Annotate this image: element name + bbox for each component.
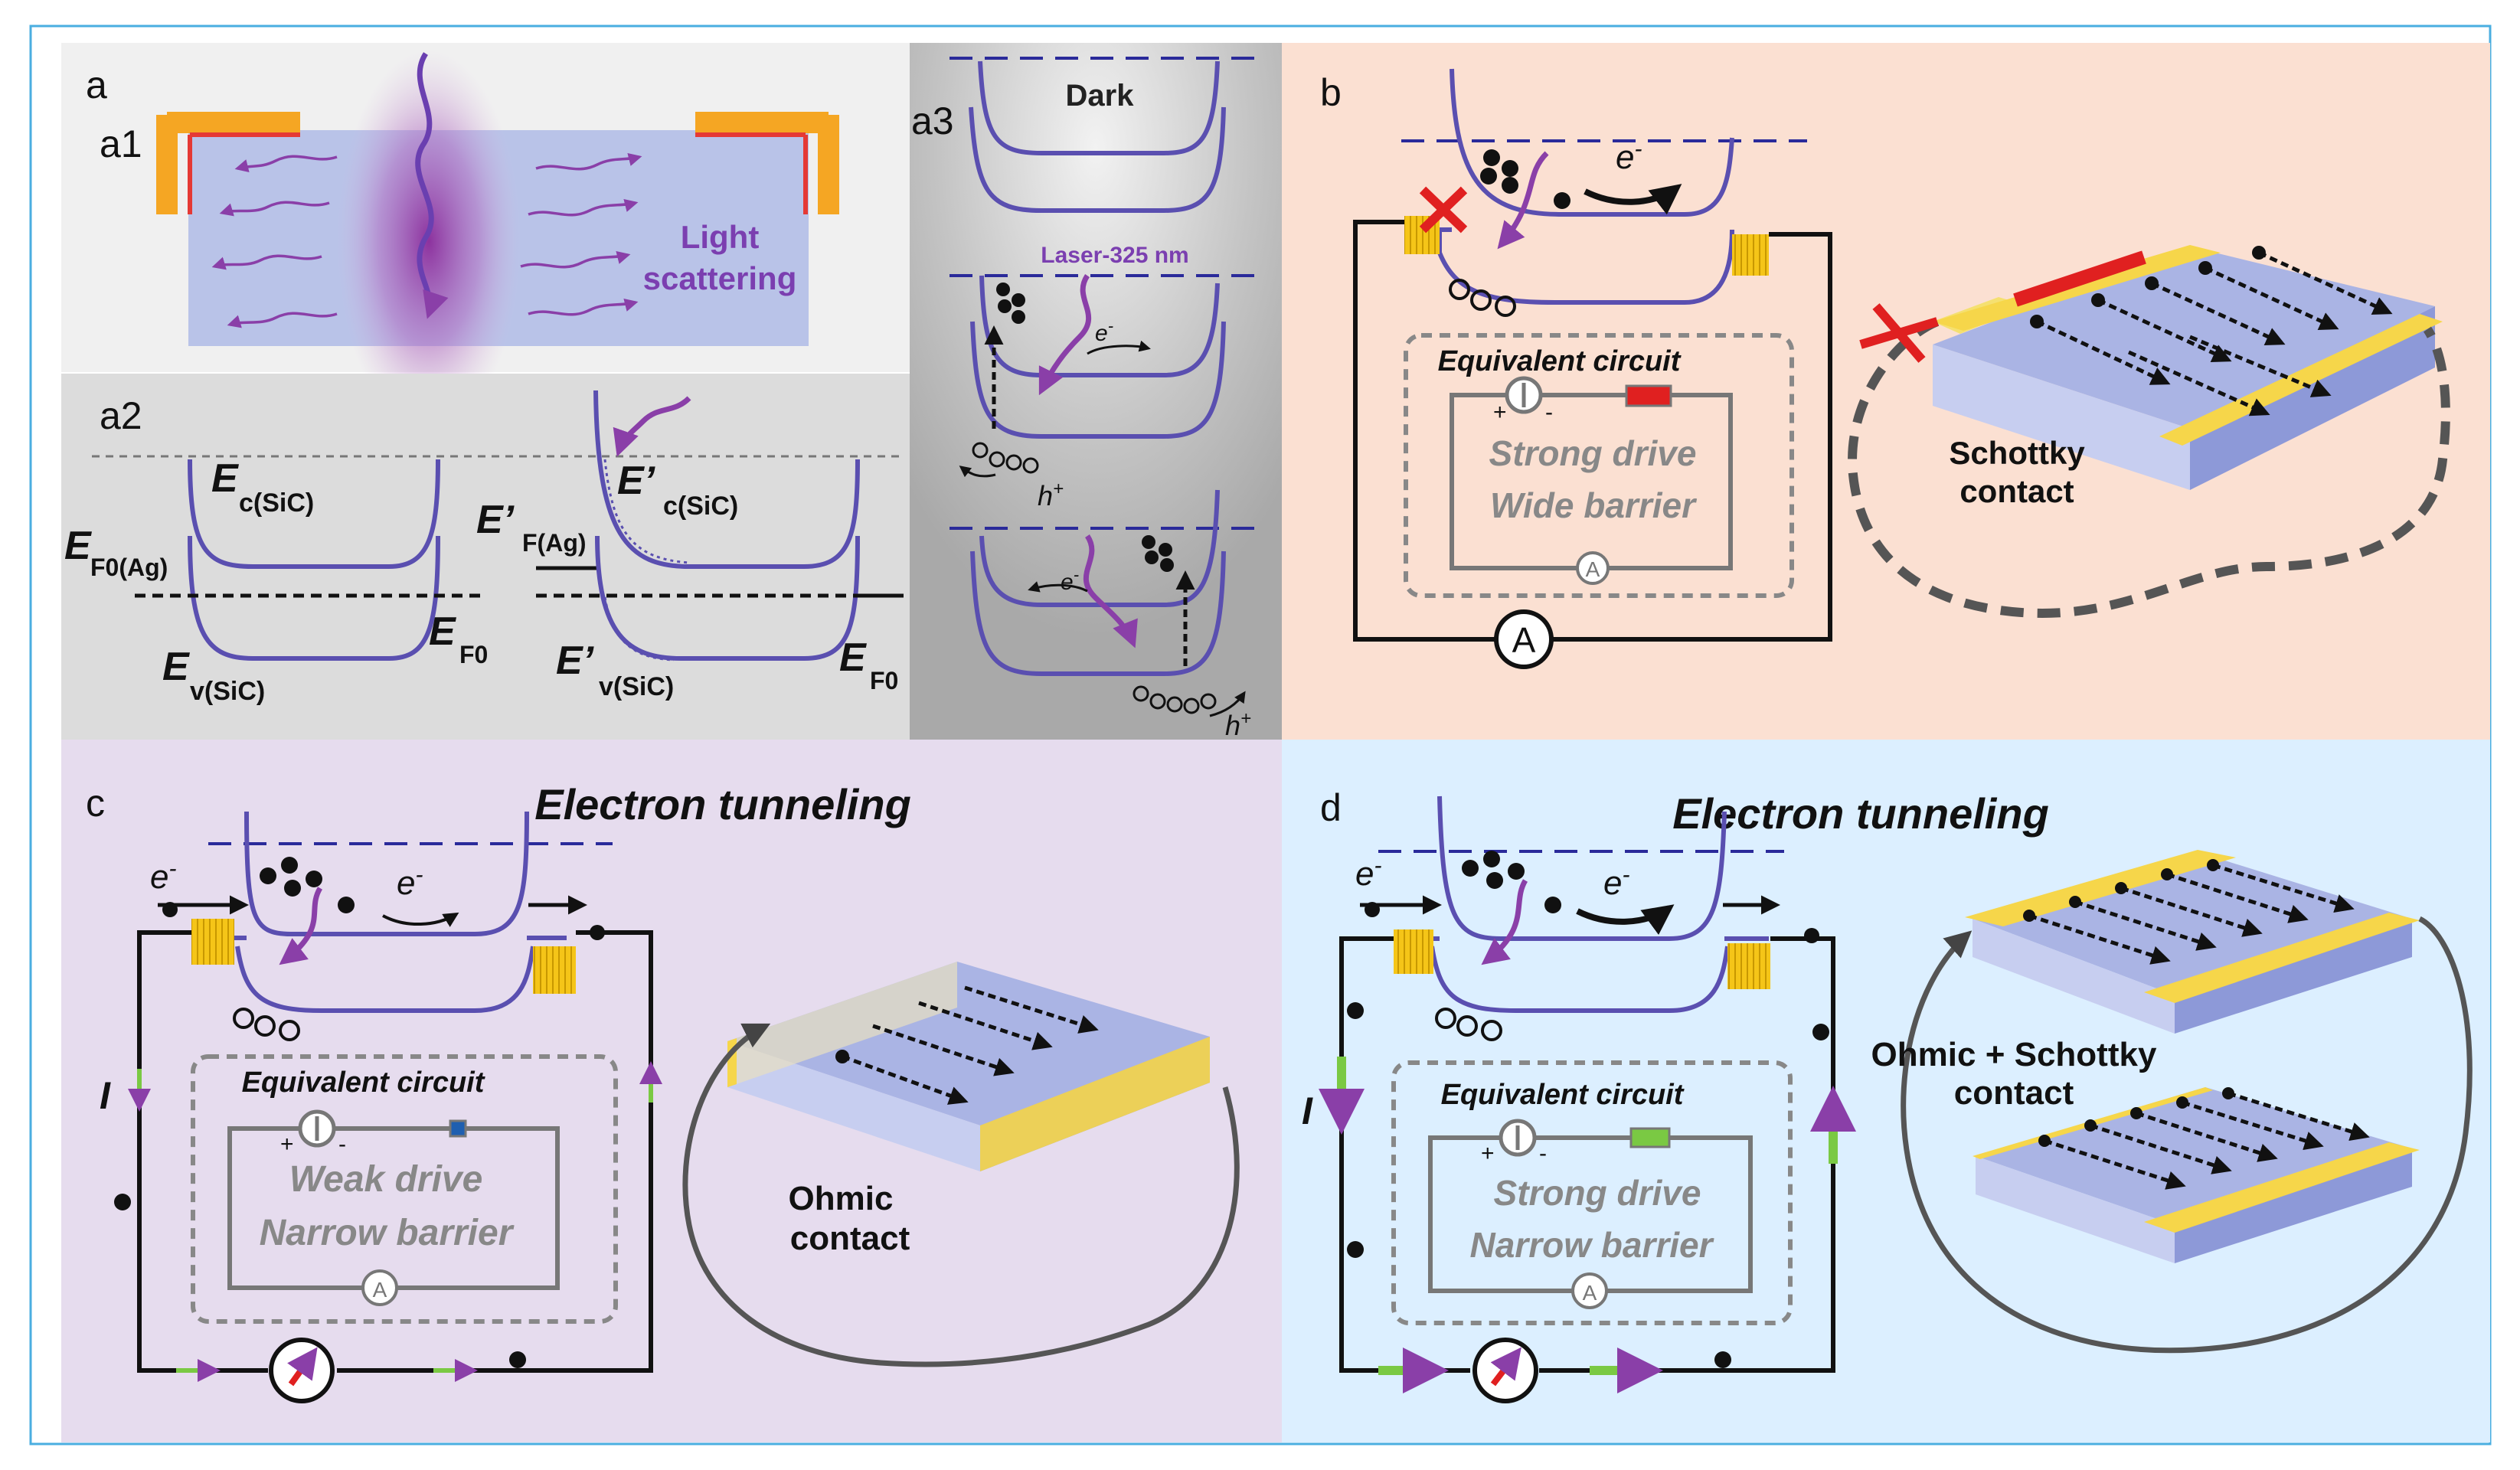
ec-prime-label: E’: [617, 459, 656, 503]
c-electron-2: e-: [397, 862, 423, 902]
efag-prime-label: E’: [476, 498, 515, 542]
a3-hole-1: h+: [1038, 479, 1064, 511]
light-scattering-1: Light: [681, 219, 760, 255]
c-title: Electron tunneling: [534, 780, 911, 828]
a3-electron-1: e-: [1095, 316, 1113, 346]
a3-hole-2: h+: [1225, 708, 1251, 741]
dark-label: Dark: [1066, 79, 1135, 113]
b-contact-1: Schottky: [1949, 435, 2085, 471]
label-a3: a3: [911, 100, 954, 142]
d-equivalent-circuit: Equivalent circuit: [1441, 1079, 1685, 1111]
ec-sub: c(SiC): [239, 488, 314, 518]
b-barrier: Wide barrier: [1490, 485, 1697, 525]
c-contact-1: Ohmic: [789, 1180, 894, 1217]
d-plus: +: [1481, 1141, 1495, 1166]
d-electron-1: e-: [1355, 853, 1381, 893]
d-minus: -: [1539, 1141, 1547, 1166]
panel-b: b A e- Equivalent circuit + - Strong dri…: [1282, 43, 2490, 740]
label-c: c: [86, 782, 105, 825]
label-a: a: [86, 64, 107, 106]
c-inner-ammeter: A: [373, 1278, 387, 1302]
d-title: Electron tunneling: [1672, 789, 2049, 838]
ef0-label: E: [429, 609, 456, 654]
ef0-sub-right: F0: [870, 667, 898, 694]
ef0-sub: F0: [459, 641, 488, 668]
panel-a1: a a1 Light scattering: [61, 43, 910, 433]
c-barrier: Narrow barrier: [260, 1213, 515, 1253]
panel-c: c Electron tunneling e- e- I Equivalent …: [61, 740, 1282, 1442]
laser-label: Laser-325 nm: [1041, 243, 1188, 268]
b-electron: e-: [1616, 136, 1642, 176]
label-a2: a2: [100, 394, 142, 437]
d-contact-1: Ohmic + Schottky: [1871, 1036, 2157, 1073]
b-ammeter: A: [1512, 620, 1536, 660]
c-contact-2: contact: [790, 1220, 910, 1257]
ev-prime-sub: v(SiC): [599, 672, 674, 701]
panel-a2: a2 E c(SiC) E F0(Ag) E v(SiC) E F0 E’ c(…: [61, 374, 910, 740]
label-d: d: [1320, 786, 1342, 829]
ev-prime-label: E’: [556, 639, 595, 683]
ef0ag-sub: F0(Ag): [90, 554, 168, 581]
c-drive: Weak drive: [289, 1159, 483, 1200]
label-a1: a1: [100, 122, 142, 165]
panel-d: d Electron tunneling e- e- I Equivalent …: [1282, 740, 2490, 1442]
ef0-label-right: E: [839, 635, 867, 680]
c-plus: +: [280, 1132, 294, 1157]
c-minus: -: [338, 1132, 346, 1157]
efag-prime-sub: F(Ag): [522, 529, 587, 557]
ev-label: E: [162, 645, 190, 689]
label-b: b: [1320, 71, 1342, 114]
b-minus: -: [1545, 400, 1553, 425]
b-plus: +: [1493, 400, 1507, 425]
light-scattering-2: scattering: [643, 260, 797, 296]
c-electron-1: e-: [150, 856, 176, 896]
ev-sub: v(SiC): [190, 677, 265, 706]
b-equivalent-circuit: Equivalent circuit: [1438, 345, 1682, 377]
b-drive: Strong drive: [1489, 433, 1697, 473]
c-current: I: [100, 1074, 111, 1117]
d-inner-ammeter: A: [1583, 1281, 1597, 1305]
panel-a3: a3 Dark Laser-325 nm e- h+ e- h+: [910, 43, 1282, 741]
d-electron-2: e-: [1603, 862, 1629, 902]
d-contact-2: contact: [1954, 1074, 2074, 1112]
d-drive: Strong drive: [1494, 1173, 1701, 1213]
d-barrier: Narrow barrier: [1469, 1225, 1714, 1265]
ec-label: E: [211, 456, 239, 501]
b-contact-2: contact: [1959, 473, 2074, 509]
b-inner-ammeter: A: [1586, 557, 1600, 581]
ec-prime-sub: c(SiC): [663, 492, 738, 521]
ef0ag-label: E: [64, 524, 92, 568]
a3-electron-2: e-: [1061, 565, 1079, 595]
c-equivalent-circuit: Equivalent circuit: [242, 1067, 485, 1099]
d-current: I: [1302, 1089, 1313, 1132]
